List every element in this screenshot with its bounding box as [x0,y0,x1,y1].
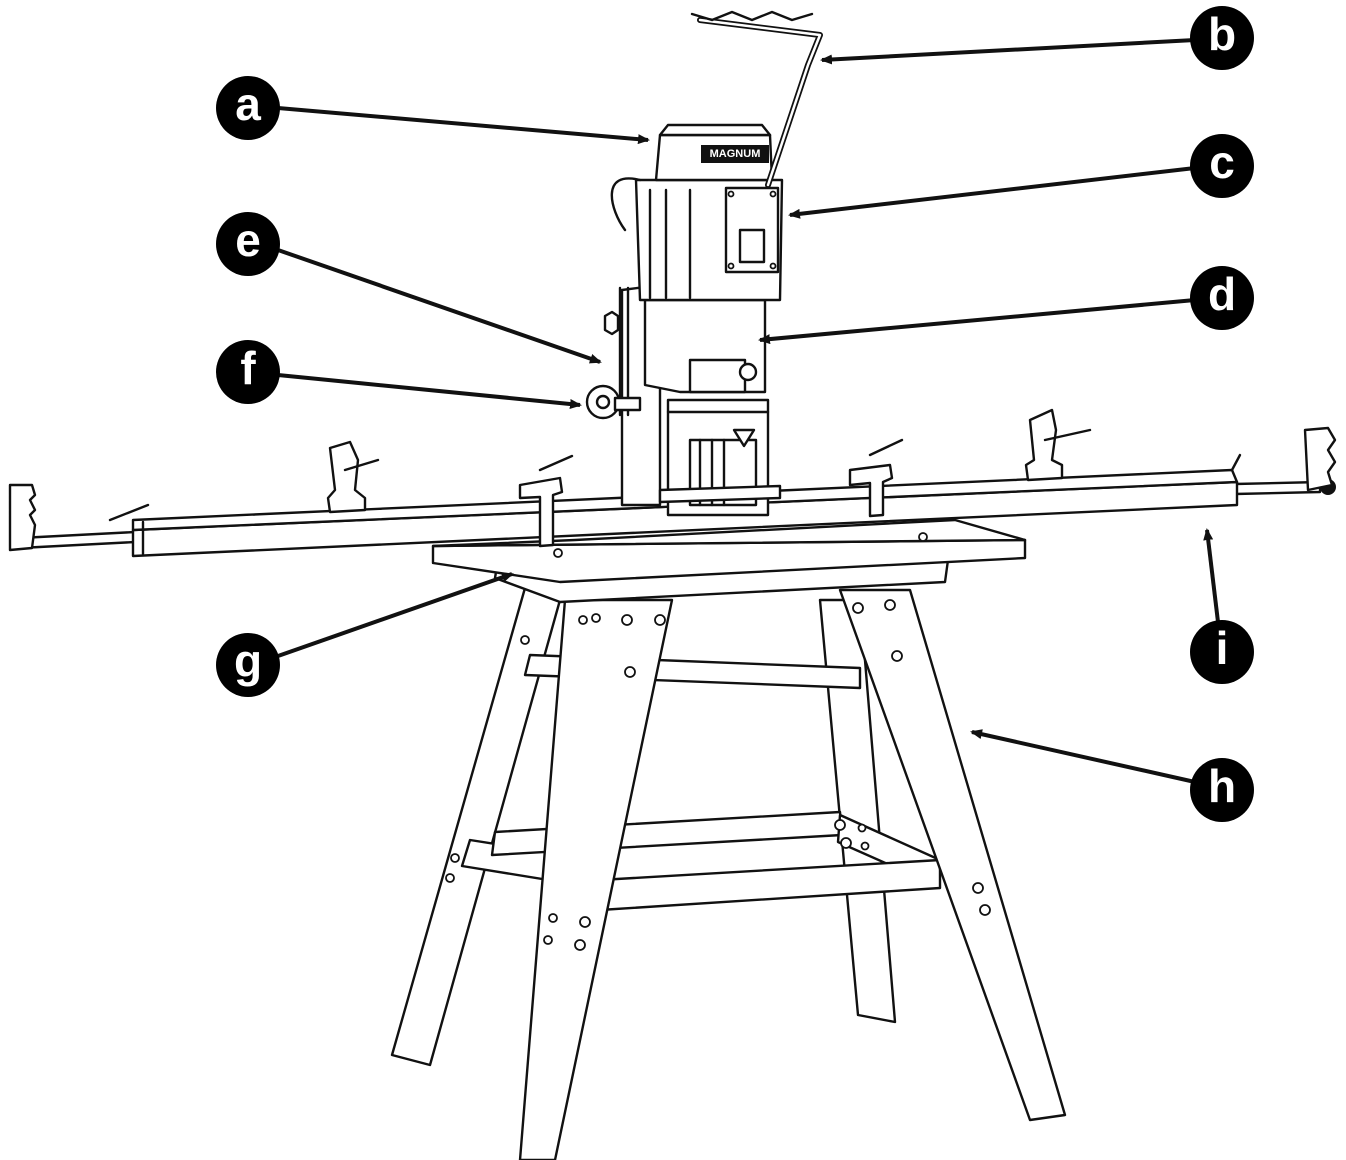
svg-text:d: d [1208,268,1236,320]
callout-c: c [1190,134,1254,198]
brand-name: MAGNUM [710,148,761,160]
front-right-leg [838,588,1067,1122]
callout-c-leader [788,166,1196,219]
table-top [431,518,1027,548]
callout-e: e [216,212,280,276]
right-end-stop [1303,426,1337,492]
power-cable [610,177,642,232]
brand-plate [701,145,769,163]
callout-b: b [1190,6,1254,70]
svg-text:i: i [1216,622,1229,674]
flip-stop-left [326,440,367,514]
svg-text:b: b [1208,8,1236,60]
table [431,518,1027,604]
mortiser-head: MAGNUM INDUSTRIAL [585,10,823,517]
callout-arrows [277,38,1220,784]
callout-i: i [1190,620,1254,684]
hold-down-clamp-right [848,463,894,518]
svg-text:g: g [234,635,262,687]
callout-a-leader [277,106,650,145]
svg-text:a: a [235,78,261,130]
hold-down-clamp-left [518,476,564,548]
callout-f: f [216,340,280,404]
callout-d-leader [758,298,1196,345]
callout-badges: a b c d e f g h [216,6,1254,822]
svg-text:e: e [235,214,261,266]
left-end-stop [8,483,37,552]
callout-h-leader [970,729,1196,784]
callout-a: a [216,76,280,140]
callout-g: g [216,633,280,697]
left-extension-rod [18,530,137,550]
svg-text:c: c [1209,136,1235,188]
callout-g-leader [277,572,514,658]
flip-stop-right [1024,408,1064,482]
callout-h: h [1190,758,1254,822]
brand-subtitle: INDUSTRIAL [710,164,760,170]
callout-i-leader [1203,528,1220,623]
callout-d: d [1190,266,1254,330]
svg-text:h: h [1208,760,1236,812]
svg-text:f: f [240,342,256,394]
lower-front-stretcher [598,858,942,912]
stand [390,586,1067,1160]
callout-b-leader [820,38,1196,65]
front-left-leg [518,598,674,1160]
callout-f-leader [277,373,582,409]
callout-e-leader [277,248,602,364]
